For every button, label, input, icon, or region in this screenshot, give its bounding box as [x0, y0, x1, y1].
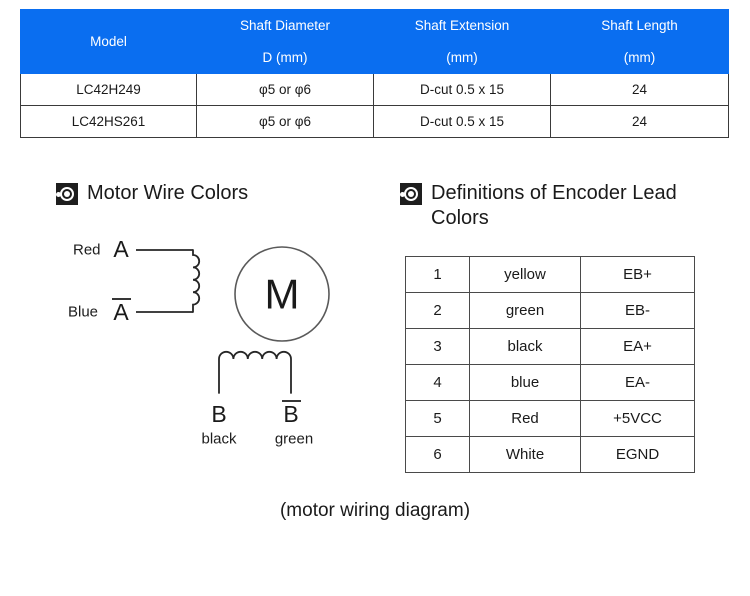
cell-signal-name: EB- — [580, 292, 695, 329]
cell-lead-color: White — [469, 436, 581, 473]
cell-pin-number: 6 — [405, 436, 470, 473]
header-cell-shaft-length: Shaft Length — [550, 9, 729, 42]
encoder-lead-colors-table: 1 yellow EB+ 2 green EB- 3 black EA+ 4 b… — [405, 256, 695, 473]
phase-a-wire-color-label: Red — [73, 242, 101, 259]
motor-circle — [234, 246, 330, 342]
cell-lead-color: black — [469, 328, 581, 365]
cell-lead-color: green — [469, 292, 581, 329]
diagram-caption: (motor wiring diagram) — [279, 500, 471, 521]
header-cell-shaft-extension: Shaft Extension — [373, 9, 551, 42]
cell-pin-number: 4 — [405, 364, 470, 401]
table-row: LC42H249 φ5 or φ6 D-cut 0.5 x 15 24 — [20, 73, 729, 106]
cell-shaft-diameter: φ5 or φ6 — [196, 105, 374, 138]
cell-model: LC42H249 — [20, 73, 197, 106]
header-unit-shaft-length: (mm) — [550, 41, 729, 74]
cell-signal-name: EGND — [580, 436, 695, 473]
phase-b-terminal-label: B — [211, 401, 226, 427]
cell-shaft-extension: D-cut 0.5 x 15 — [373, 73, 551, 106]
phase-b-bar-wire-color-label: green — [275, 431, 313, 448]
motor-specs-table: Model Shaft Diameter Shaft Extension Sha… — [20, 9, 729, 138]
header-cell-shaft-diameter: Shaft Diameter — [196, 9, 374, 42]
header-unit-shaft-extension: (mm) — [373, 41, 551, 74]
cell-pin-number: 5 — [405, 400, 470, 437]
cell-signal-name: +5VCC — [580, 400, 695, 437]
table-row: 5 Red +5VCC — [405, 400, 695, 437]
cell-signal-name: EA- — [580, 364, 695, 401]
cell-signal-name: EB+ — [580, 256, 695, 293]
phase-a-bar-wire-color-label: Blue — [68, 304, 98, 321]
table-row: 3 black EA+ — [405, 328, 695, 365]
phase-b-wire-color-label: black — [201, 431, 237, 448]
cell-pin-number: 3 — [405, 328, 470, 365]
bullseye-icon — [56, 183, 78, 205]
cell-lead-color: Red — [469, 400, 581, 437]
phase-b-bar-terminal-label: B — [283, 401, 298, 427]
cell-shaft-length: 24 — [550, 73, 729, 106]
table-row: 6 White EGND — [405, 436, 695, 473]
section-title-motor-wire-colors: Motor Wire Colors — [87, 182, 249, 204]
bullseye-icon — [400, 183, 422, 205]
cell-pin-number: 1 — [405, 256, 470, 293]
section-heading-motor-wire-colors: Motor Wire Colors — [56, 181, 376, 206]
table-header-row-1: Model Shaft Diameter Shaft Extension Sha… — [20, 9, 729, 74]
header-unit-shaft-diameter: D (mm) — [196, 41, 374, 74]
table-row: 1 yellow EB+ — [405, 256, 695, 293]
phase-a-terminal-label: A — [113, 236, 129, 262]
header-cell-model: Model — [20, 9, 197, 74]
cell-shaft-extension: D-cut 0.5 x 15 — [373, 105, 551, 138]
cell-shaft-diameter: φ5 or φ6 — [196, 73, 374, 106]
cell-lead-color: yellow — [469, 256, 581, 293]
cell-pin-number: 2 — [405, 292, 470, 329]
table-row: 4 blue EA- — [405, 364, 695, 401]
cell-shaft-length: 24 — [550, 105, 729, 138]
cell-lead-color: blue — [469, 364, 581, 401]
table-row: 2 green EB- — [405, 292, 695, 329]
motor-symbol-label: M — [265, 271, 300, 318]
phase-b-coil — [218, 350, 292, 394]
cell-model: LC42HS261 — [20, 105, 197, 138]
cell-signal-name: EA+ — [580, 328, 695, 365]
section-title-encoder-lead-colors: Definitions of Encoder Lead Colors — [431, 182, 677, 229]
table-row: LC42HS261 φ5 or φ6 D-cut 0.5 x 15 24 — [20, 105, 729, 138]
motor-wiring-diagram: M Red A Blue A B B black green — [60, 228, 390, 468]
section-heading-encoder-lead-colors: Definitions of Encoder Lead Colors — [400, 181, 700, 231]
phase-a-bar-terminal-label: A — [113, 299, 129, 325]
table-header-row-2: D (mm) (mm) (mm) — [21, 41, 729, 74]
phase-a-coil — [192, 249, 201, 313]
